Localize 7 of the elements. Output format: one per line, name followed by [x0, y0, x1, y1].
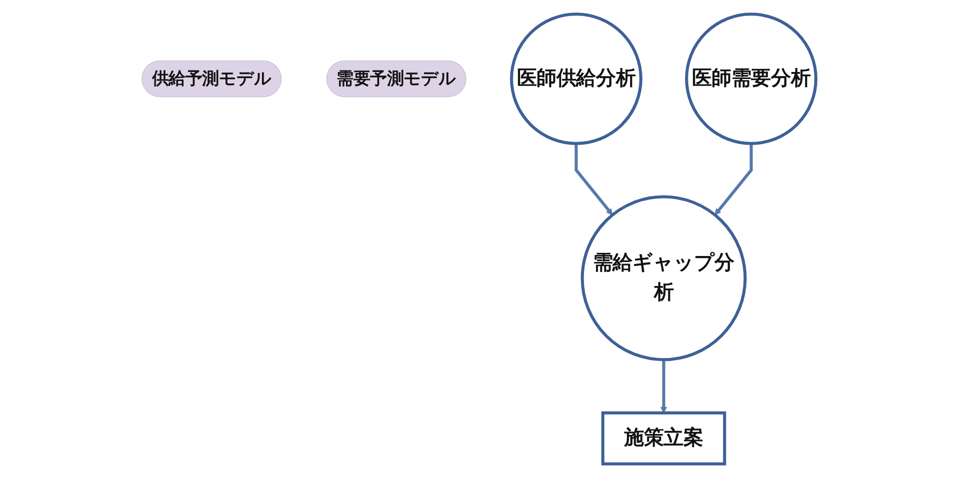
node-circle: 医師需要分析 — [684, 12, 817, 146]
node-box: 施策立案 — [600, 411, 726, 466]
arrow — [574, 144, 612, 216]
arrow — [714, 144, 752, 216]
node-circle: 医師供給分析 — [510, 12, 642, 146]
node-circle: 需給ギャップ分析 — [580, 195, 746, 362]
arrow — [660, 360, 667, 414]
